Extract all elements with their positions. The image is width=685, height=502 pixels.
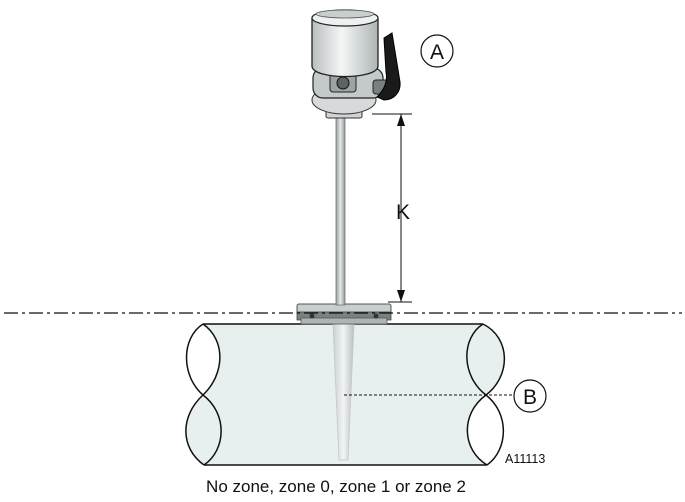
callout-b: B — [513, 379, 547, 413]
transmitter-head — [311, 9, 396, 119]
antenna — [376, 32, 401, 101]
callout-a: A — [420, 34, 454, 68]
zone-caption: No zone, zone 0, zone 1 or zone 2 — [206, 477, 466, 496]
flange — [296, 303, 392, 325]
dimension-label: K — [396, 201, 410, 224]
dimension-k — [372, 113, 412, 303]
pipe-left-break — [185, 323, 222, 466]
extension-rod — [335, 114, 346, 306]
callout-b-label: B — [523, 386, 537, 409]
callout-a-label: A — [430, 41, 444, 64]
drawing-id: A11113 — [505, 452, 545, 466]
